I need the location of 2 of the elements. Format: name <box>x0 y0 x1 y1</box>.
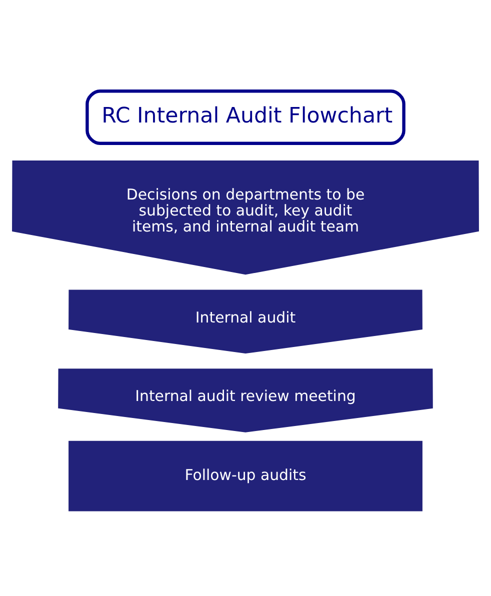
node-box: Follow-up audits <box>68 440 422 512</box>
diagram-title: RC Internal Audit Flowchart <box>102 104 393 129</box>
